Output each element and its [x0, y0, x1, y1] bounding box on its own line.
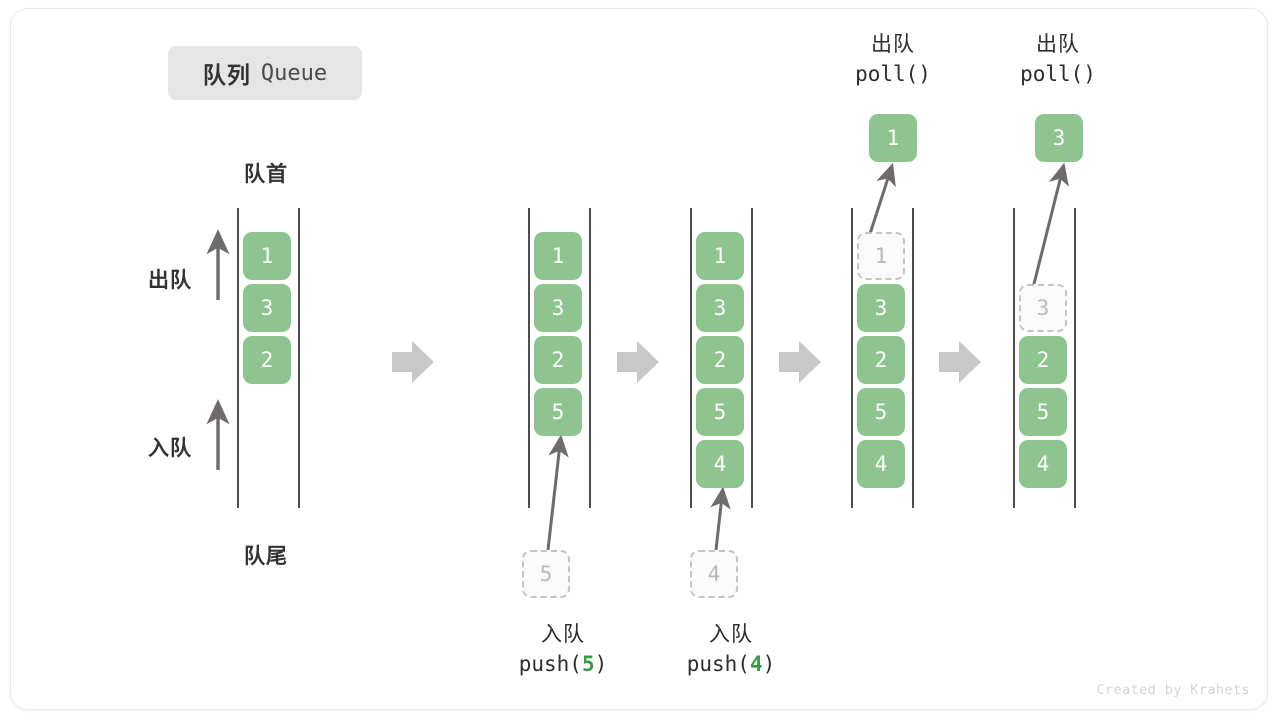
title-cn: 队列 [202, 62, 251, 88]
queue-cell: 5 [1019, 388, 1067, 436]
queue-rail-left-2 [528, 208, 530, 508]
poll-3-caption-code: poll() [968, 60, 1148, 90]
poll-1-close: ) [918, 61, 931, 86]
outgoing-cell: 3 [1035, 114, 1083, 162]
queue-cell: 3 [243, 284, 291, 332]
queue-cell: 5 [857, 388, 905, 436]
queue-head-label: 队首 [244, 163, 288, 186]
queue-cell: 3 [696, 284, 744, 332]
push-4-caption: 入队 push(4) [641, 620, 821, 680]
outgoing-cell: 1 [869, 114, 917, 162]
push-5-fn: push( [518, 651, 582, 676]
incoming-ghost-cell: 4 [690, 550, 738, 598]
queue-rail-left-1 [237, 208, 239, 508]
queue-cell: 5 [696, 388, 744, 436]
queue-cell: 2 [857, 336, 905, 384]
push-4-arg: 4 [749, 651, 763, 676]
push-4-close: ) [762, 651, 776, 676]
queue-cell: 5 [534, 388, 582, 436]
queue-cell-removed: 3 [1019, 284, 1067, 332]
queue-rail-left-3 [690, 208, 692, 508]
queue-cell: 3 [534, 284, 582, 332]
poll-3-caption-cn: 出队 [1036, 33, 1080, 56]
queue-cell: 2 [243, 336, 291, 384]
queue-rail-left-4 [851, 208, 853, 508]
queue-cell: 1 [534, 232, 582, 280]
push-5-caption-cn: 入队 [541, 623, 585, 646]
queue-rail-right-1 [298, 208, 300, 508]
enqueue-direction-label: 入队 [148, 437, 192, 460]
credit-text: Created by Krahets [1096, 682, 1250, 698]
queue-cell: 4 [857, 440, 905, 488]
queue-cell: 1 [696, 232, 744, 280]
poll-1-caption-cn: 出队 [871, 33, 915, 56]
poll-1-caption-code: poll() [803, 60, 983, 90]
dequeue-direction-label: 出队 [148, 269, 192, 292]
push-4-fn: push( [686, 651, 750, 676]
queue-rail-right-2 [589, 208, 591, 508]
push-5-close: ) [594, 651, 608, 676]
incoming-ghost-cell: 5 [522, 550, 570, 598]
queue-cell: 2 [696, 336, 744, 384]
push-4-caption-code: push(4) [641, 650, 821, 680]
poll-1-caption: 出队 poll() [803, 30, 983, 90]
push-5-arg: 5 [581, 651, 595, 676]
queue-tail-label: 队尾 [244, 545, 288, 568]
queue-rail-right-3 [751, 208, 753, 508]
push-5-caption-code: push(5) [473, 650, 653, 680]
poll-3-close: ) [1083, 61, 1096, 86]
queue-rail-right-4 [912, 208, 914, 508]
queue-cell: 2 [534, 336, 582, 384]
queue-cell: 4 [1019, 440, 1067, 488]
queue-cell-removed: 1 [857, 232, 905, 280]
queue-cell: 3 [857, 284, 905, 332]
push-4-caption-cn: 入队 [709, 623, 753, 646]
poll-1-fn: poll( [855, 61, 919, 86]
title-en: Queue [260, 60, 328, 86]
push-5-caption: 入队 push(5) [473, 620, 653, 680]
diagram-card [10, 8, 1268, 710]
queue-cell: 2 [1019, 336, 1067, 384]
queue-rail-right-5 [1074, 208, 1076, 508]
queue-cell: 4 [696, 440, 744, 488]
poll-3-caption: 出队 poll() [968, 30, 1148, 90]
queue-cell: 1 [243, 232, 291, 280]
poll-3-fn: poll( [1020, 61, 1084, 86]
title-badge: 队列 Queue [168, 46, 362, 100]
queue-rail-left-5 [1013, 208, 1015, 508]
